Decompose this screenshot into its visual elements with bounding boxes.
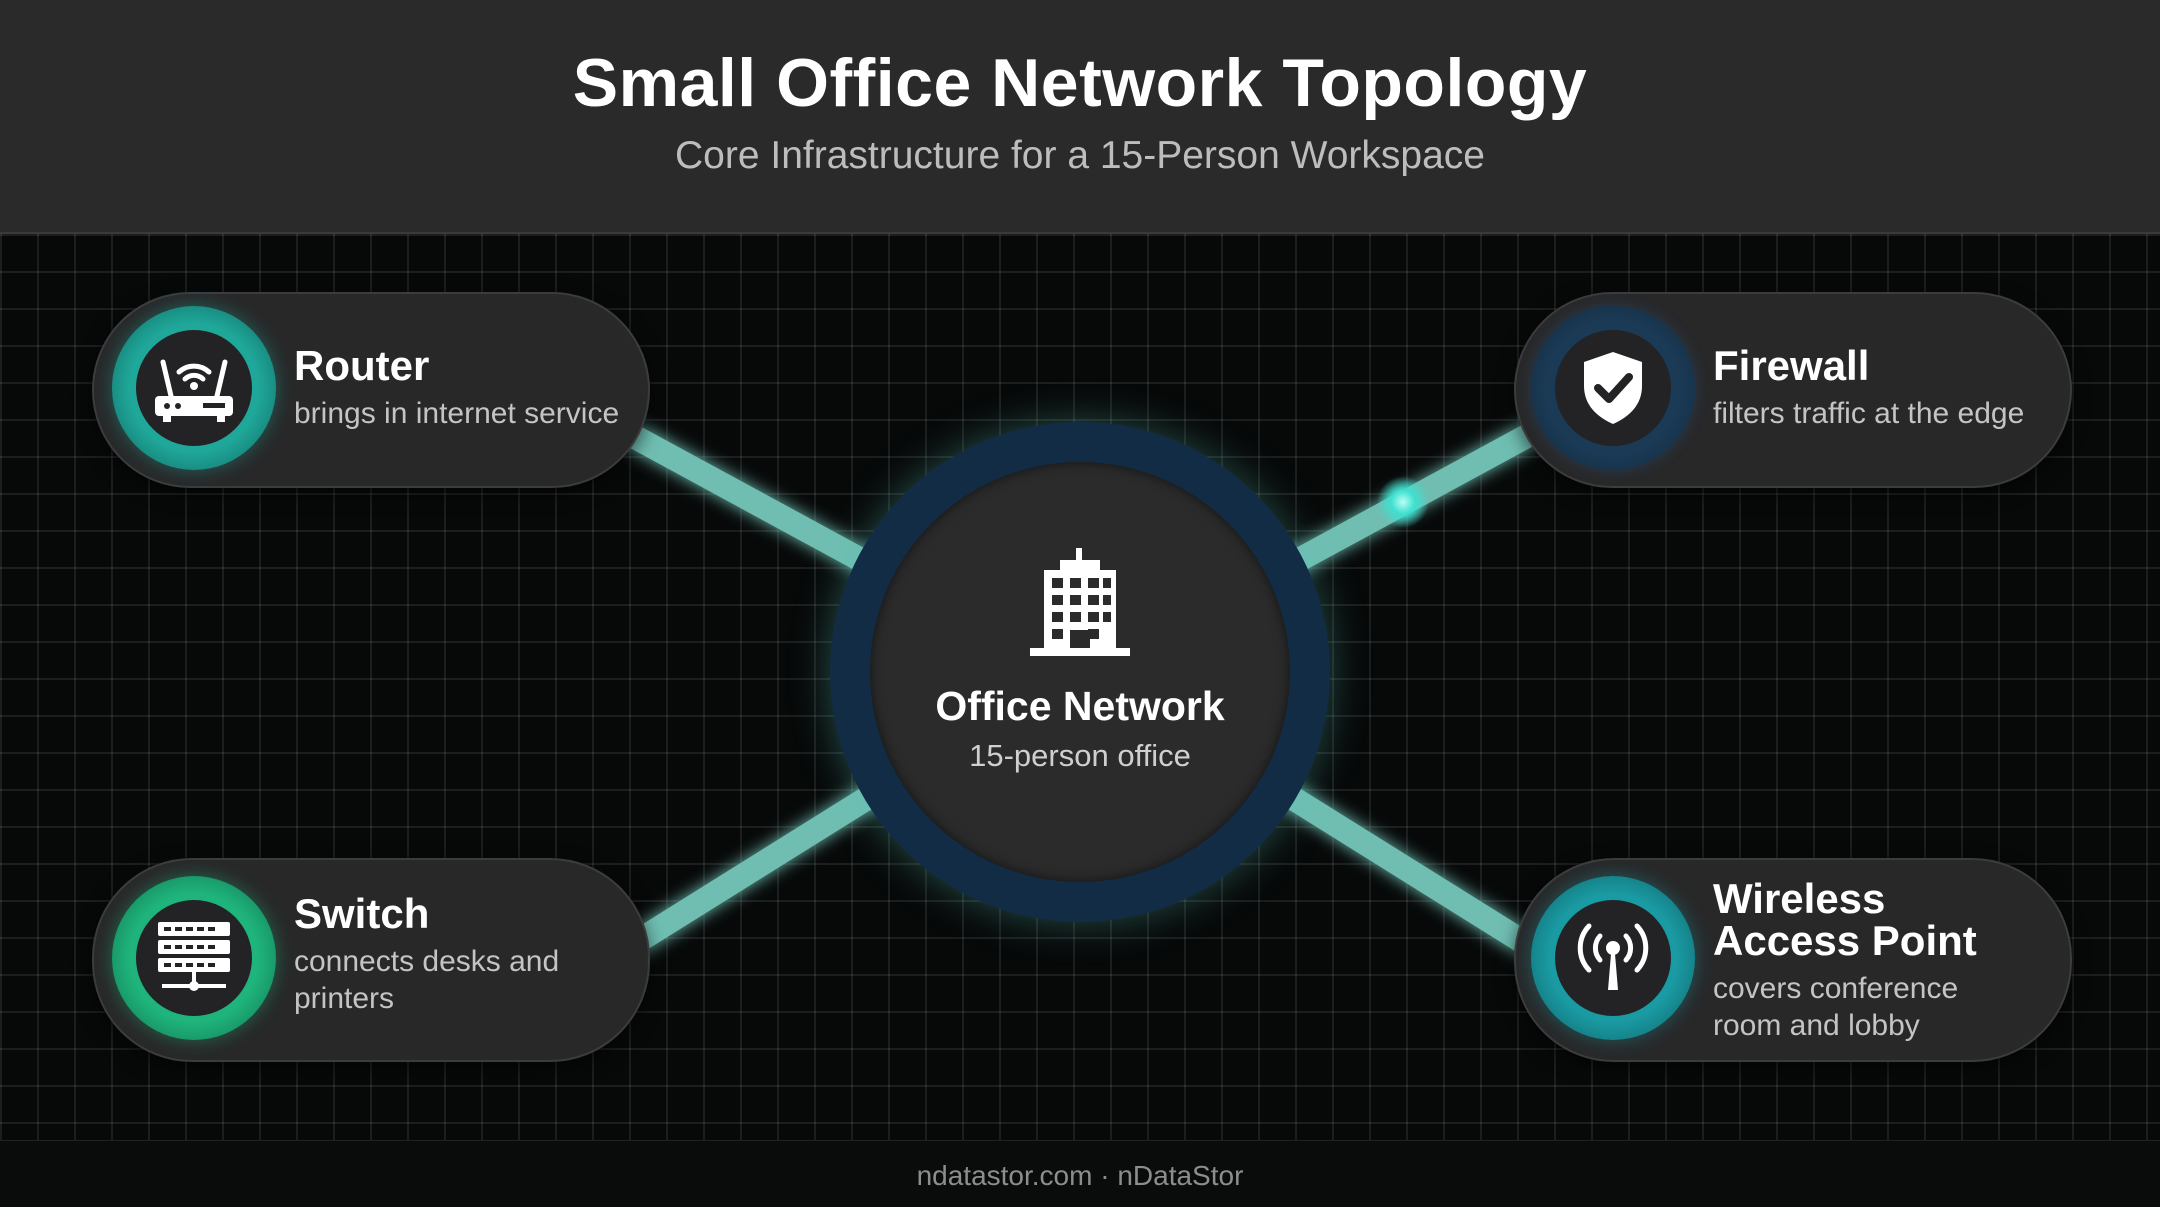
router-icon	[136, 330, 252, 446]
wireless-ap-title-line-1: Wireless	[1713, 875, 1886, 922]
signal-pulse-dot	[1377, 476, 1429, 528]
switch-description-line-1: connects desks and	[294, 945, 560, 978]
office-network-hub	[870, 462, 1290, 882]
switch-badge	[112, 876, 276, 1040]
wireless-ap-title-line-2: Access Point	[1713, 917, 1977, 964]
network-switch-icon	[136, 900, 252, 1016]
firewall-description: filters traffic at the edge	[1713, 397, 2025, 430]
wireless-ap-badge	[1531, 876, 1695, 1040]
router-description: brings in internet service	[294, 397, 620, 430]
hub-title: Office Network	[935, 683, 1225, 729]
firewall-title: Firewall	[1713, 342, 1870, 389]
switch-title: Switch	[294, 890, 430, 937]
wireless-ap-description-line-1: covers conference	[1713, 972, 1959, 1005]
page-subtitle: Core Infrastructure for a 15-Person Work…	[675, 134, 1485, 177]
wireless-antenna-icon	[1555, 900, 1671, 1016]
page-title: Small Office Network Topology	[572, 45, 1588, 121]
footer-credit: ndatastor.com · nDataStor	[916, 1160, 1244, 1191]
firewall-badge	[1531, 306, 1695, 470]
hub-subtitle: 15-person office	[969, 738, 1191, 773]
router-title: Router	[294, 342, 430, 389]
header-bar	[0, 0, 2160, 234]
shield-check-icon	[1555, 330, 1671, 446]
router-badge	[112, 306, 276, 470]
switch-description-line-2: printers	[294, 982, 395, 1015]
footer-bar	[0, 1140, 2160, 1207]
office-building-icon	[1030, 548, 1130, 663]
wireless-ap-description-line-2: room and lobby	[1713, 1009, 1920, 1042]
